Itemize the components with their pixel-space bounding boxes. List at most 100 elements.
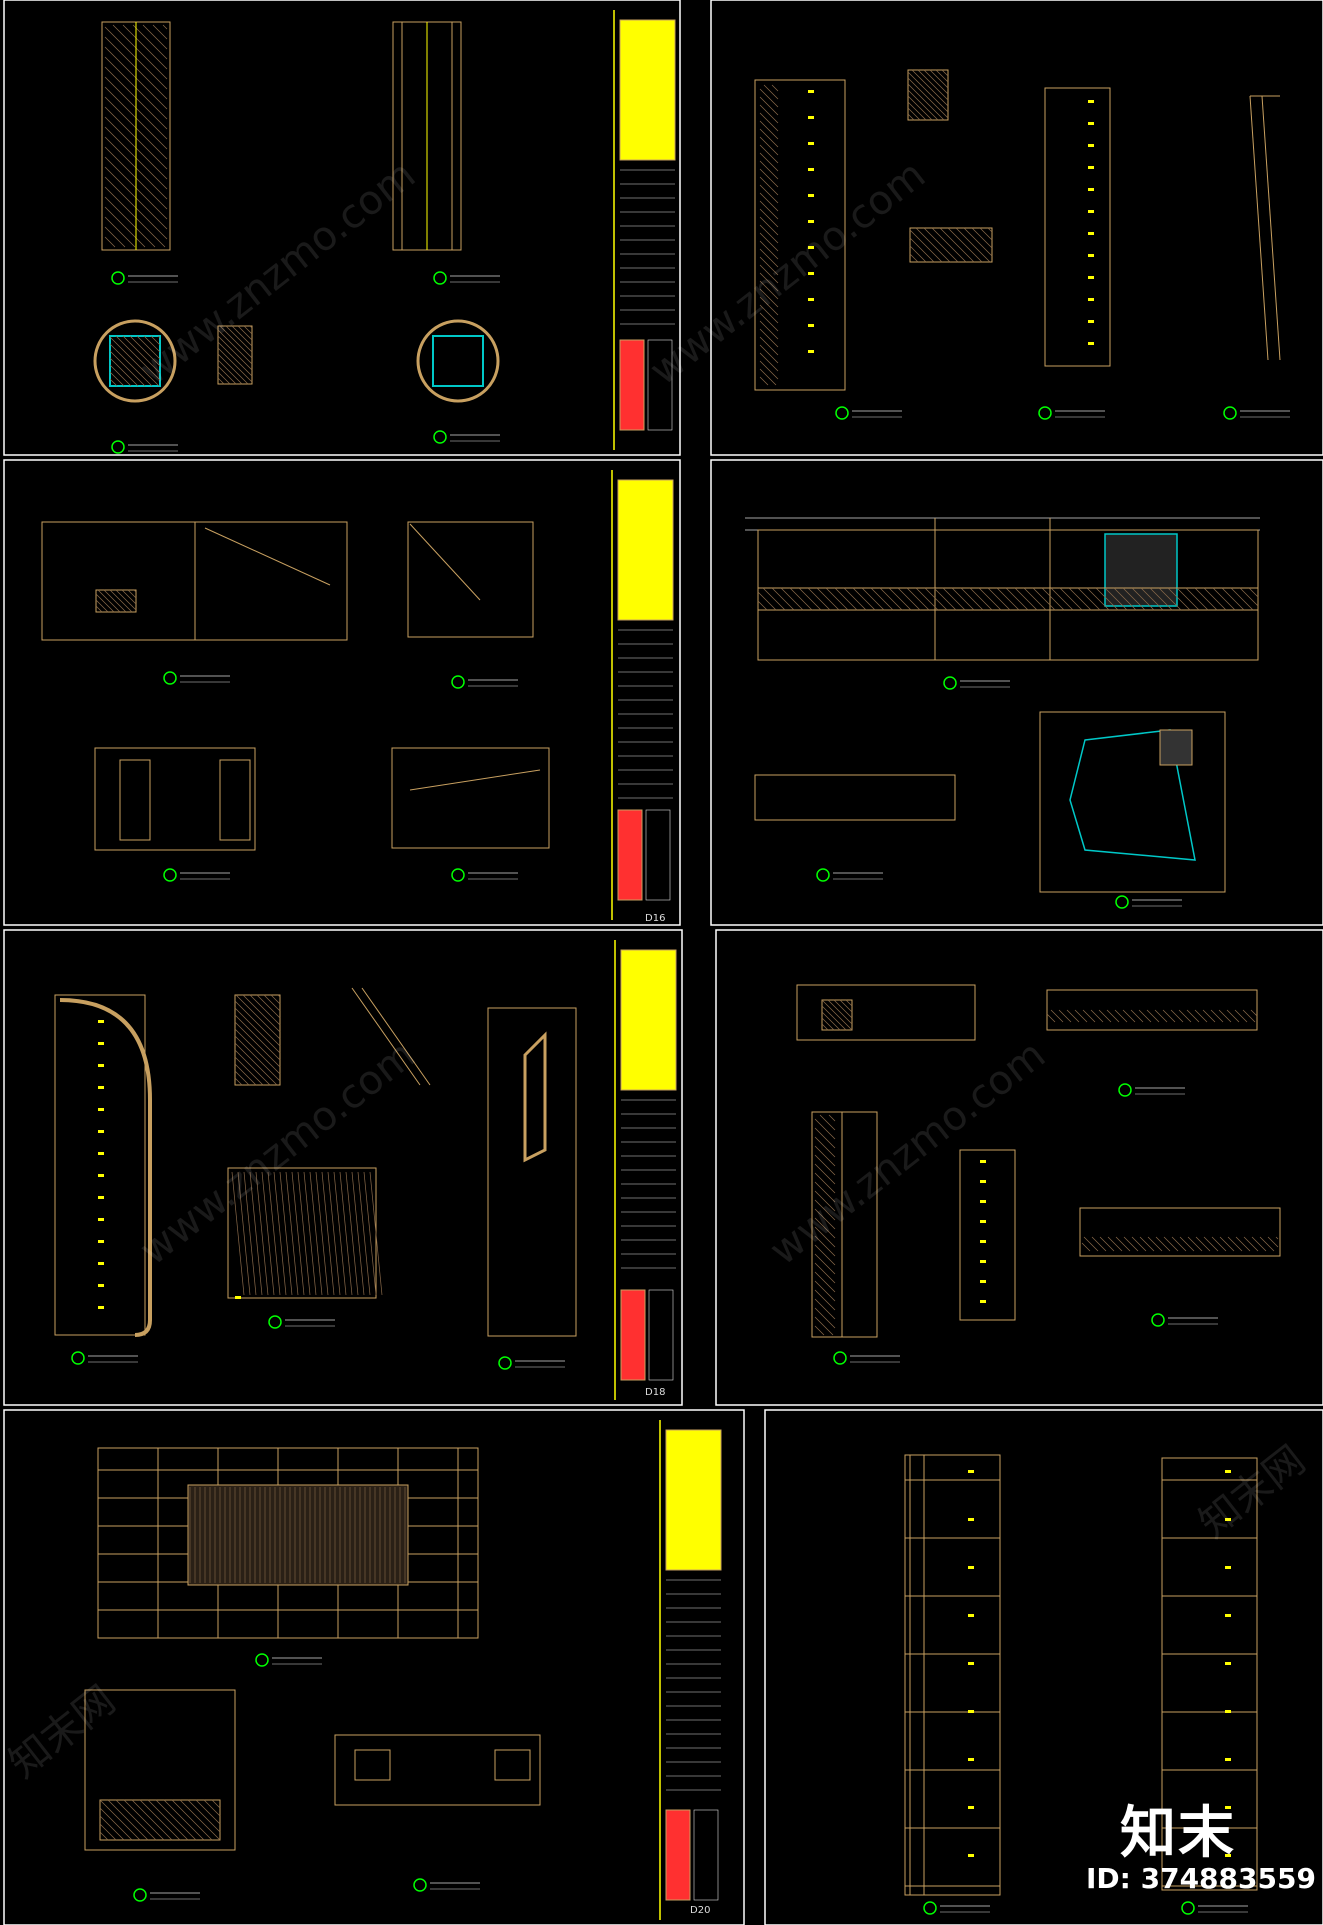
annotation-tag xyxy=(1088,188,1094,191)
hatch-line xyxy=(759,368,777,386)
hatch-line xyxy=(123,1799,165,1841)
hatch-line xyxy=(807,587,831,611)
stamp-block xyxy=(620,1289,646,1381)
hatch-line xyxy=(1114,1009,1128,1023)
annotation-tag xyxy=(968,1710,974,1713)
hatch-line xyxy=(757,591,777,611)
hatch-line xyxy=(1251,1236,1267,1252)
annotation-tag xyxy=(808,90,814,93)
notes-text-block xyxy=(620,949,677,1091)
section-marker-icon xyxy=(1223,406,1237,420)
hatch-line xyxy=(814,1190,836,1212)
hatch-line xyxy=(1162,1009,1176,1023)
hatch-line xyxy=(1235,1236,1251,1252)
hatch-line xyxy=(231,1171,245,1296)
sheet-frame xyxy=(3,1409,745,1925)
hatch-line xyxy=(171,1799,213,1841)
hatch-line xyxy=(1267,1236,1279,1248)
hatch-line xyxy=(1212,587,1236,611)
hatch-line xyxy=(759,360,779,380)
title-block-row xyxy=(648,1289,674,1381)
section-marker-icon xyxy=(835,406,849,420)
hatch-line xyxy=(1050,1009,1064,1023)
hatch-line xyxy=(1113,587,1137,611)
hatch-line xyxy=(814,1316,834,1336)
hatch-line xyxy=(1154,1009,1168,1023)
hatch-line xyxy=(234,1021,281,1068)
annotation-tag xyxy=(980,1280,986,1283)
hatch-line xyxy=(951,587,975,611)
cad-rect xyxy=(959,1149,1016,1321)
annotation-tag xyxy=(968,1662,974,1665)
hatch-line xyxy=(911,69,949,107)
hatch-line xyxy=(814,1307,836,1329)
cad-rect xyxy=(1161,1457,1258,1891)
hatch-line xyxy=(814,1172,836,1194)
annotation-tag xyxy=(968,1806,974,1809)
annotation-tag xyxy=(1225,1518,1231,1521)
annotation-tag xyxy=(980,1300,986,1303)
hatch-line xyxy=(924,587,948,611)
hatch-line xyxy=(923,69,949,95)
hatch-line xyxy=(285,1171,299,1296)
hatch-line xyxy=(759,248,779,268)
hatch-line xyxy=(1122,587,1146,611)
hatch-line xyxy=(1203,587,1227,611)
hatch-line xyxy=(839,999,853,1013)
annotation-tag xyxy=(98,1108,104,1111)
hatch-line xyxy=(242,994,281,1033)
hatch-line xyxy=(1194,587,1218,611)
title-block-row xyxy=(647,339,673,431)
hatch-line xyxy=(1203,1236,1219,1252)
hatch-line xyxy=(217,359,243,385)
annotation-tag xyxy=(1225,1566,1231,1569)
hatch-line xyxy=(109,343,153,387)
hatch-line xyxy=(1046,1013,1056,1023)
hatch-line xyxy=(133,589,137,593)
cad-rect xyxy=(94,747,256,851)
cad-rect xyxy=(909,227,993,263)
sheet-frame xyxy=(3,0,681,456)
hatch-line xyxy=(759,344,779,364)
sheet-frame xyxy=(710,0,1323,456)
section-marker-icon xyxy=(433,430,447,444)
hatch-line xyxy=(1195,1236,1211,1252)
hatch-line xyxy=(369,1171,383,1296)
hatch-line xyxy=(1234,1009,1248,1023)
hatch-line xyxy=(234,1049,271,1086)
hatch-line xyxy=(933,587,957,611)
cad-rect xyxy=(354,1749,391,1781)
annotation-tag xyxy=(98,1262,104,1265)
sheet-code: D16 xyxy=(645,913,666,924)
annotation-tag xyxy=(1225,1710,1231,1713)
cad-rect xyxy=(234,994,281,1086)
section-marker-icon xyxy=(111,440,125,454)
hatch-line xyxy=(1058,1009,1072,1023)
hatch-line xyxy=(217,377,225,385)
hatch-line xyxy=(907,95,933,121)
hatch-line xyxy=(1259,1236,1275,1252)
hatch-line xyxy=(234,1063,257,1086)
annotation-tag xyxy=(980,1180,986,1183)
hatch-line xyxy=(150,335,161,346)
hatch-line xyxy=(942,587,966,611)
hatch-line xyxy=(315,1171,329,1296)
hatch-line xyxy=(771,587,795,611)
hatch-line xyxy=(780,587,804,611)
hatch-line xyxy=(821,999,853,1031)
hatch-line xyxy=(104,216,136,248)
hatch-line xyxy=(129,335,161,367)
hatch-line xyxy=(1131,587,1155,611)
hatch-line xyxy=(987,587,1011,611)
section-marker-icon xyxy=(163,671,177,685)
annotation-tag xyxy=(808,142,814,145)
hatch-line xyxy=(906,587,930,611)
hatch-line xyxy=(907,83,945,121)
hatch-line xyxy=(821,1011,841,1031)
cad-rect xyxy=(407,521,534,638)
hatch-line xyxy=(95,599,109,613)
hatch-line xyxy=(217,329,253,365)
hatch-line xyxy=(1138,1009,1152,1023)
hatch-line xyxy=(814,1280,836,1302)
annotation-tag xyxy=(1088,298,1094,301)
